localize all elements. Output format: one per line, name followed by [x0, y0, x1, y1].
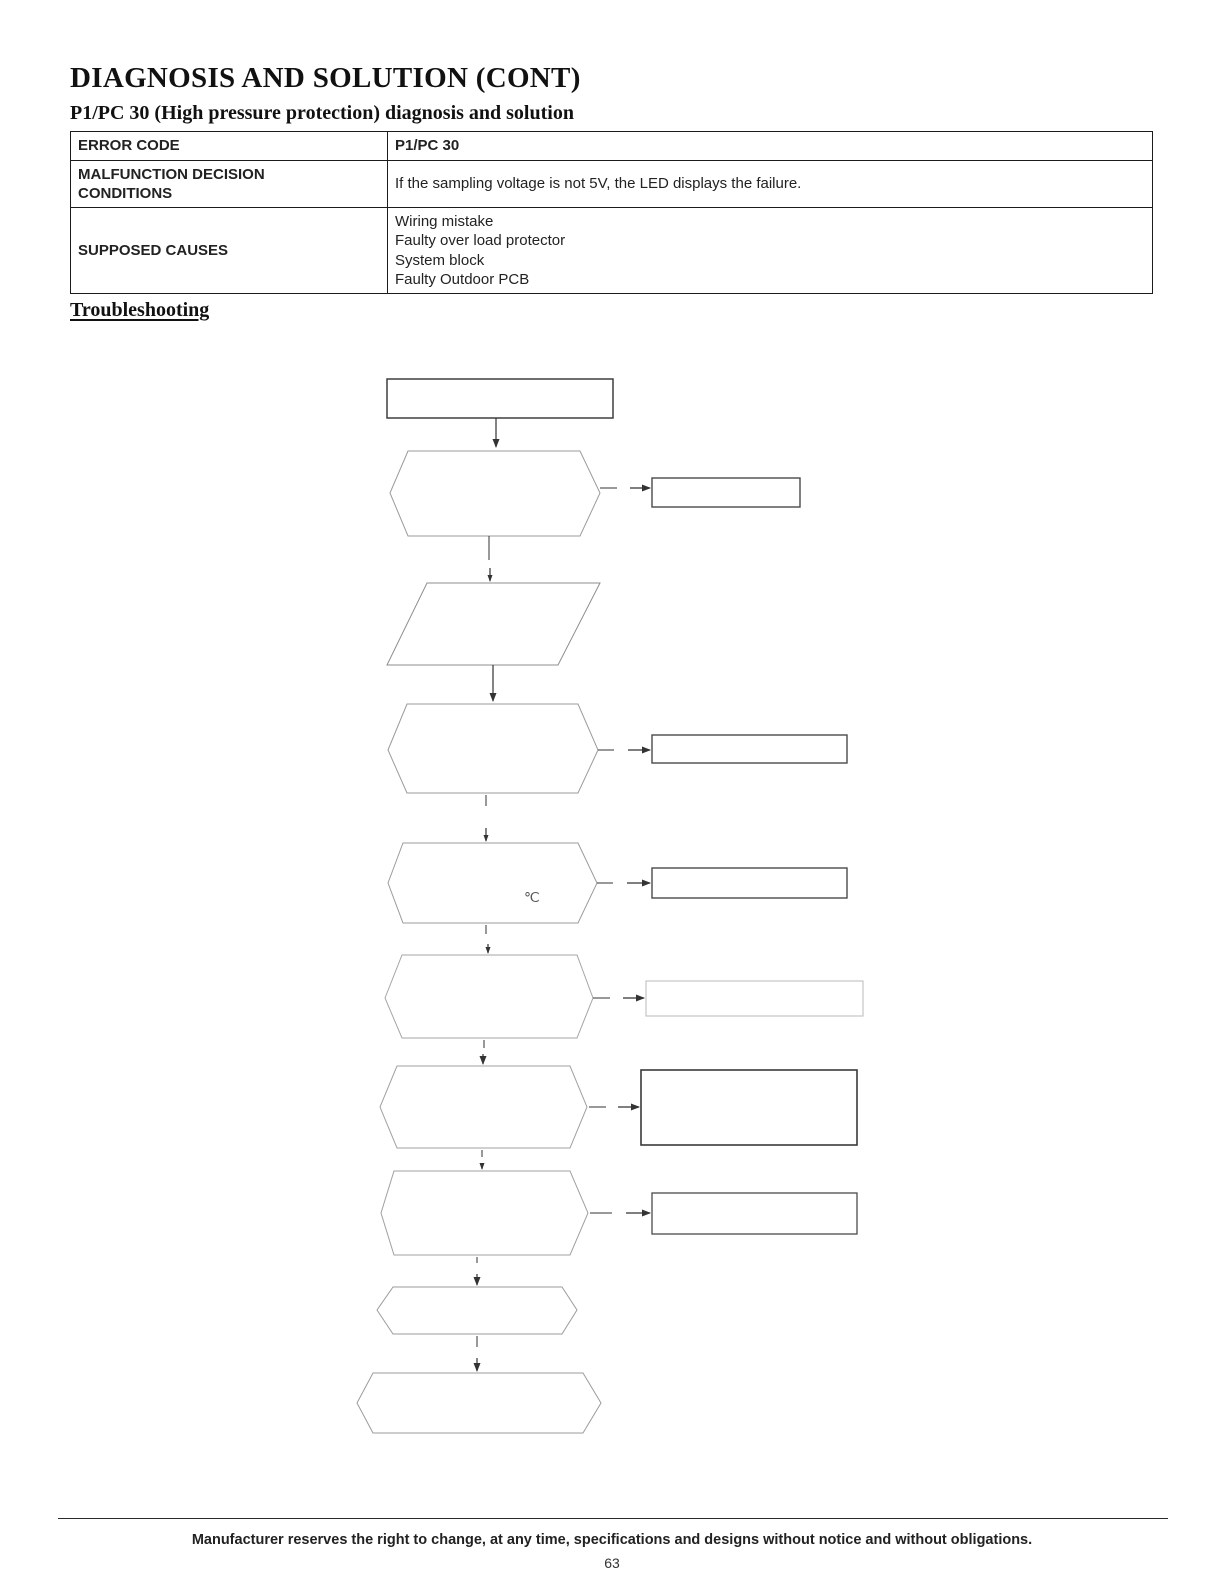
malfunction-conditions-value: If the sampling voltage is not 5V, the L… [387, 160, 1153, 208]
table-row-malfunction-conditions: MALFUNCTION DECISION CONDITIONS If the s… [70, 160, 1153, 208]
error-code-label: ERROR CODE [70, 131, 388, 161]
flowchart-svg: ℃ [356, 378, 864, 1434]
diagnosis-table: ERROR CODE P1/PC 30 MALFUNCTION DECISION… [70, 131, 1153, 294]
section-subtitle: P1/PC 30 (High pressure protection) diag… [70, 102, 574, 124]
decision-5 [379, 1065, 588, 1149]
page-title: DIAGNOSIS AND SOLUTION (CONT) [70, 62, 581, 94]
page-number: 63 [604, 1555, 620, 1571]
action-box-1 [651, 477, 801, 508]
supposed-causes-value: Wiring mistake Faulty over load protecto… [387, 207, 1153, 294]
end-hexagon [356, 1372, 602, 1434]
cause-line: Faulty over load protector [395, 232, 566, 249]
footer-note: Manufacturer reserves the right to chang… [191, 1532, 1033, 1548]
decision-3-label: ℃ [524, 891, 540, 906]
decision-1 [389, 450, 601, 537]
action-box-6 [651, 1192, 858, 1235]
footer-divider [58, 1518, 1168, 1519]
action-box-4 [645, 980, 864, 1017]
table-row-supposed-causes: SUPPOSED CAUSES Wiring mistake Faulty ov… [70, 207, 1153, 294]
decision-3 [387, 842, 598, 924]
io-parallelogram [386, 582, 601, 666]
cause-line: Wiring mistake [395, 212, 494, 230]
start-box [386, 378, 614, 419]
troubleshooting-heading: Troubleshooting [70, 299, 210, 321]
action-box-2 [651, 734, 848, 764]
malfunction-conditions-label: MALFUNCTION DECISION CONDITIONS [70, 160, 388, 208]
decision-6 [380, 1170, 589, 1256]
cause-line: Faulty Outdoor PCB [395, 271, 530, 288]
supposed-causes-label: SUPPOSED CAUSES [70, 207, 388, 294]
decision-4 [384, 954, 594, 1039]
action-box-5 [640, 1069, 858, 1146]
action-box-3 [651, 867, 848, 899]
decision-2 [387, 703, 599, 794]
error-code-value: P1/PC 30 [387, 131, 1153, 161]
cause-line: System block [395, 251, 485, 269]
decision-7 [376, 1286, 578, 1335]
table-row-error-code: ERROR CODE P1/PC 30 [70, 131, 1153, 161]
